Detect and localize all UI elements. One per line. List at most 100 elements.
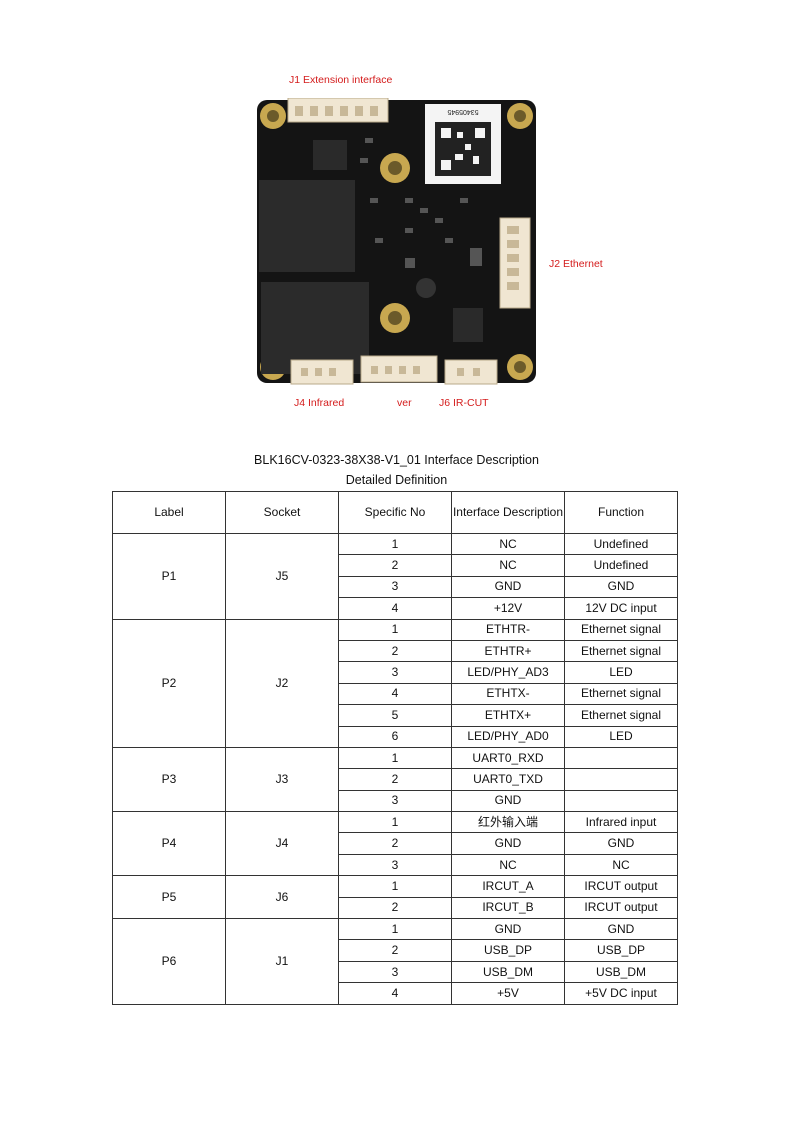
interface-description-cell: NC [451,853,565,877]
header-cell: Function [564,491,678,534]
label-cell: P1 [112,533,226,620]
function-cell: LED [564,725,678,748]
function-cell: GND [564,832,678,855]
label-cell: P4 [112,811,226,877]
qr-text: 53405945 [447,108,478,115]
interface-description-cell: IRCUT_B [451,896,565,920]
interface-description-cell: USB_DP [451,939,565,962]
callout-j2: J2 Ethernet [549,258,603,270]
header-cell: Specific No [338,491,452,534]
function-cell: IRCUT output [564,875,678,898]
function-cell: 12V DC input [564,597,678,620]
callout-j1: J1 Extension interface [289,74,393,86]
pin-number-cell: 3 [338,789,452,813]
pin-number-cell: 4 [338,597,452,620]
pin-number-cell: 1 [338,618,452,641]
board-photo: 53405945 [257,98,536,385]
function-cell [564,789,678,813]
callout-j6: J6 IR-CUT [439,397,489,409]
pin-number-cell: 5 [338,704,452,727]
function-cell: GND [564,918,678,941]
interface-description-cell: USB_DM [451,960,565,984]
interface-description-cell: ETHTX+ [451,704,565,727]
pin-number-cell: 1 [338,746,452,770]
interface-description-cell: +12V [451,597,565,620]
label-cell: P3 [112,746,226,813]
pin-number-cell: 1 [338,918,452,941]
socket-cell: J6 [225,875,339,920]
interface-description-cell: +5V [451,982,565,1005]
pin-number-cell: 2 [338,768,452,791]
callout-j4: J4 Infrared [294,397,345,409]
interface-description-cell: LED/PHY_AD3 [451,661,565,684]
interface-description-cell: LED/PHY_AD0 [451,725,565,748]
pin-number-cell: 3 [338,661,452,684]
function-cell: Ethernet signal [564,618,678,641]
pin-number-cell: 3 [338,853,452,877]
label-cell: P5 [112,875,226,920]
interface-description-cell: NC [451,554,565,577]
function-cell: IRCUT output [564,896,678,920]
header-cell: Socket [225,491,339,534]
interface-description-cell: GND [451,918,565,941]
function-cell: USB_DP [564,939,678,962]
pin-number-cell: 2 [338,939,452,962]
table-header-row: Label Socket Specific No Interface Descr… [112,491,678,534]
function-cell: NC [564,853,678,877]
function-cell: Ethernet signal [564,682,678,706]
pin-number-cell: 2 [338,554,452,577]
pin-number-cell: 2 [338,639,452,663]
callout-j5-partial: ver [397,397,412,409]
pin-number-cell: 3 [338,575,452,599]
interface-definition-table: Label Socket Specific No Interface Descr… [112,491,678,1005]
header-cell: Label [112,491,226,534]
pin-number-cell: 1 [338,811,452,834]
pin-number-cell: 4 [338,982,452,1005]
label-cell: P2 [112,618,226,748]
interface-description-cell: UART0_TXD [451,768,565,791]
table-title: Detailed Definition [345,473,448,487]
pin-number-cell: 2 [338,896,452,920]
interface-description-cell: 红外输入端 [451,811,565,834]
pin-number-cell: 1 [338,875,452,898]
pin-number-cell: 6 [338,725,452,748]
function-cell: LED [564,661,678,684]
function-cell [564,746,678,770]
socket-cell: J4 [225,811,339,877]
interface-description-cell: ETHTR+ [451,639,565,663]
function-cell: Undefined [564,554,678,577]
function-cell: Undefined [564,532,678,556]
socket-cell: J3 [225,746,339,813]
interface-description-cell: GND [451,575,565,599]
function-cell: +5V DC input [564,982,678,1005]
function-cell: Ethernet signal [564,639,678,663]
pin-number-cell: 3 [338,960,452,984]
interface-description-cell: ETHTR- [451,618,565,641]
pin-number-cell: 2 [338,832,452,855]
function-cell [564,768,678,791]
table-row: 4+5V+5V DC input [113,982,678,1005]
interface-description-cell: GND [451,789,565,813]
interface-description-cell: GND [451,832,565,855]
function-cell: USB_DM [564,960,678,984]
interface-description-cell: NC [451,532,565,556]
pin-number-cell: 1 [338,532,452,556]
